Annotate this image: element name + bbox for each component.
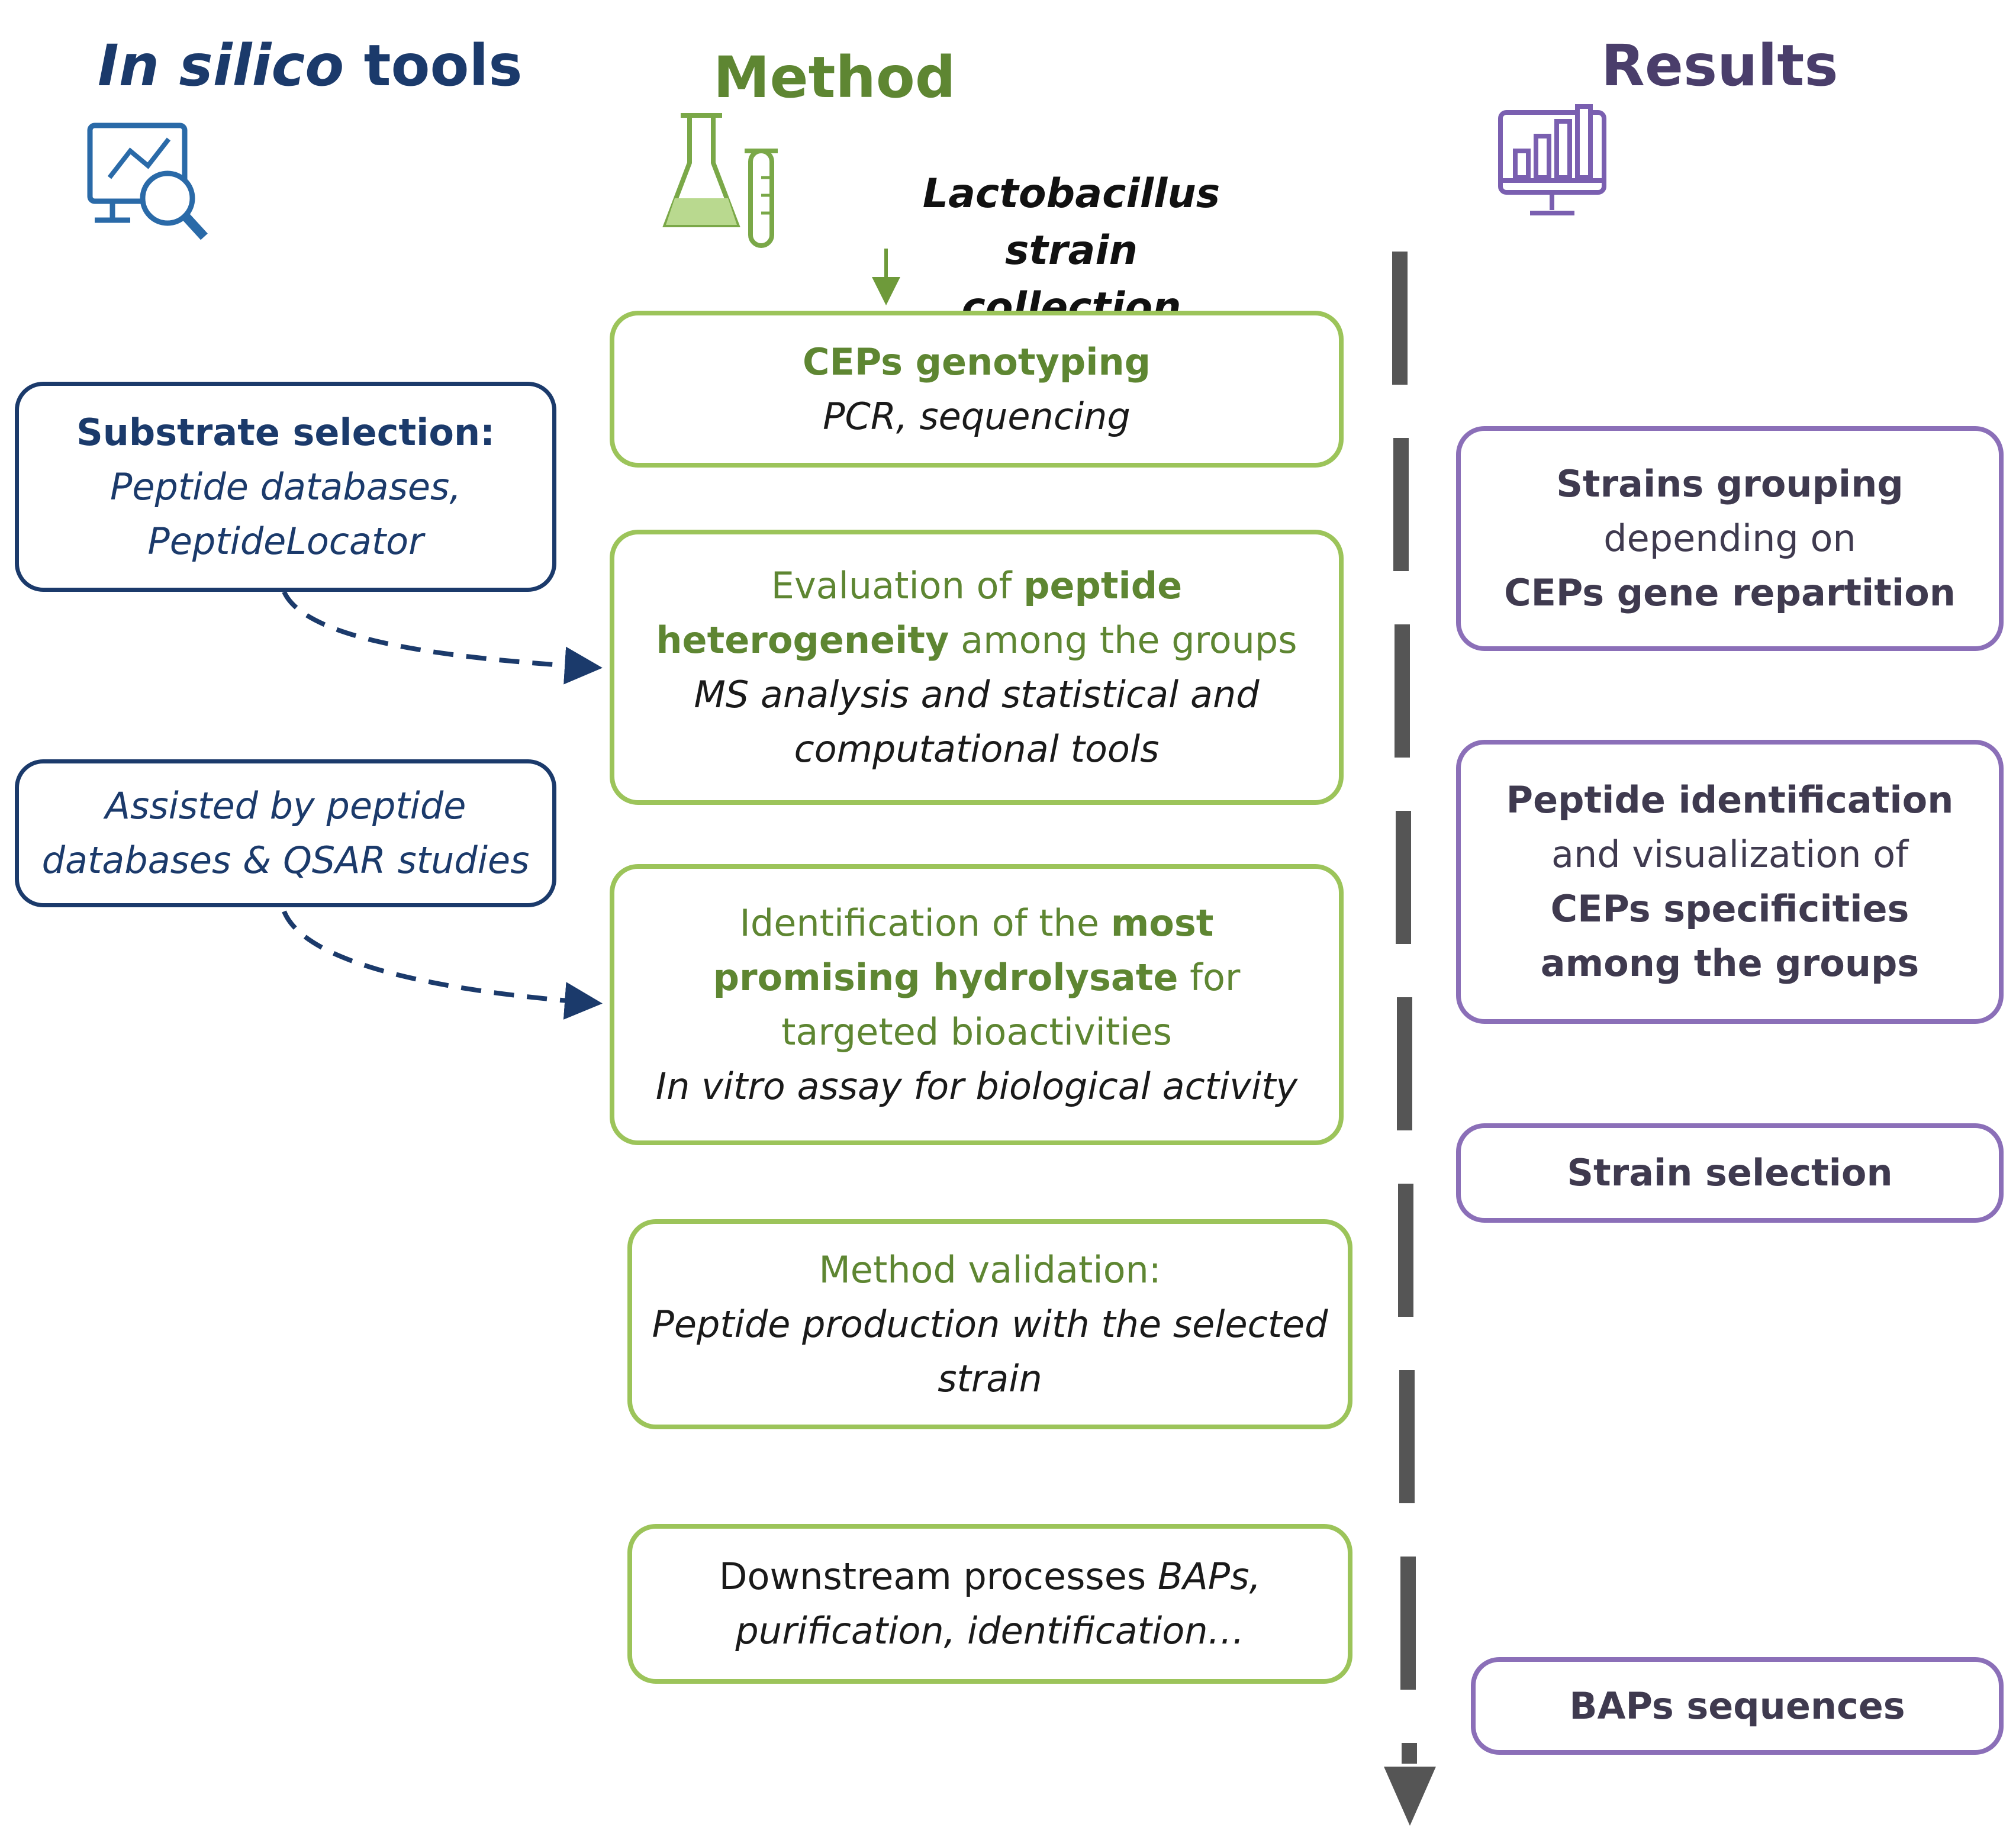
ceps-genotyping-box: CEPs genotyping PCR, sequencing — [610, 311, 1344, 468]
strains-grouping-box: Strains grouping depending on CEPs gene … — [1456, 426, 2004, 651]
monitor-bar-chart-icon — [1498, 104, 1606, 215]
peptide-heterogeneity-box: Evaluation of peptide heterogeneity amon… — [610, 530, 1344, 805]
baps-sequences-box: BAPs sequences — [1471, 1657, 2004, 1755]
strain-selection-box: Strain selection — [1456, 1123, 2004, 1223]
peptide-identification-box: Peptide identification and visualization… — [1456, 740, 2004, 1024]
header-results: Results — [1601, 33, 1838, 99]
substrate-selection-box: Substrate selection: Peptide databases, … — [15, 382, 556, 592]
input-strain-collection: Lactobacillus strain collection — [922, 170, 1220, 331]
connector-assisted-to-identification — [282, 910, 603, 1020]
promising-hydrolysate-box: Identification of the most promising hyd… — [610, 864, 1344, 1145]
timeline-arrowhead — [1384, 1767, 1436, 1826]
header-method: Method — [713, 44, 956, 111]
timeline — [1384, 252, 1436, 1826]
downstream-processes-box: Downstream processes BAPs, purification,… — [627, 1524, 1352, 1684]
header-in-silico-tools: In silico tools — [98, 33, 523, 99]
chart-magnifier-icon — [87, 123, 208, 240]
connector-substrate-to-evaluation — [282, 591, 603, 685]
assisted-by-databases-box: Assisted by peptide databases & QSAR stu… — [15, 759, 556, 907]
flask-test-tube-icon — [662, 113, 778, 248]
method-validation-box: Method validation: Peptide production wi… — [627, 1219, 1352, 1429]
